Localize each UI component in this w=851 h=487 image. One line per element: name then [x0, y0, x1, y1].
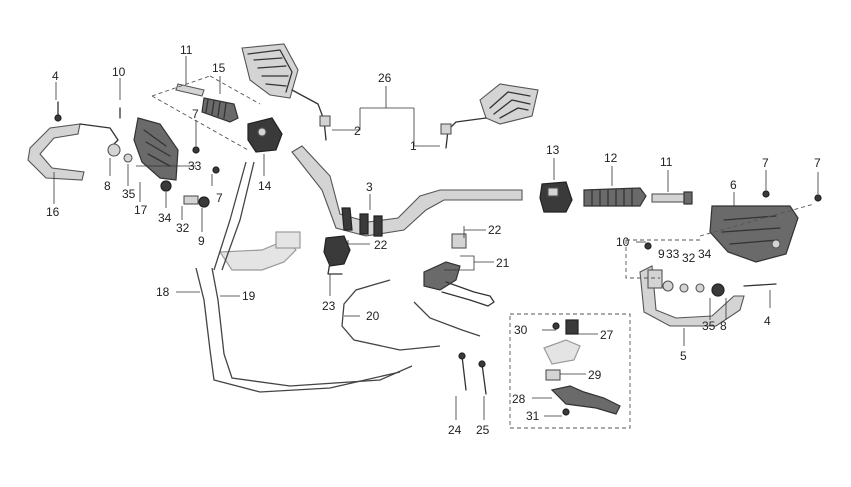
label-22-left: 22	[374, 238, 388, 252]
label-32-left: 32	[176, 221, 190, 235]
label-7-left-b: 7	[216, 191, 223, 205]
handlebar	[291, 145, 523, 237]
left-hand-guard-shell	[133, 117, 179, 181]
label-7-right-a: 7	[762, 156, 769, 170]
left-bar-end	[175, 83, 205, 97]
throttle-cable-19	[211, 161, 413, 387]
left-mirror	[241, 43, 331, 141]
right-hand-guard-shell	[709, 205, 799, 263]
left-switch-housing	[247, 117, 283, 153]
left-hand-guard-bracket	[27, 123, 119, 181]
label-25: 25	[476, 423, 490, 437]
label-30: 30	[514, 323, 528, 337]
left-clutch-ghost	[218, 231, 301, 271]
label-34-left: 34	[158, 211, 172, 225]
label-33-left: 33	[188, 159, 202, 173]
rod-25	[478, 360, 487, 395]
label-7-left-a: 7	[192, 107, 199, 121]
label-9-right: 9	[658, 247, 665, 261]
label-15: 15	[212, 61, 226, 75]
optional-lever-box	[509, 313, 631, 429]
label-7-right-b: 7	[814, 156, 821, 170]
left-clutch-bracket	[323, 235, 351, 275]
label-9-left: 9	[198, 234, 205, 248]
label-24: 24	[448, 423, 462, 437]
label-35-right: 35	[702, 319, 716, 333]
label-28: 28	[512, 392, 526, 406]
label-2: 2	[354, 124, 361, 138]
label-16: 16	[46, 205, 60, 219]
label-10-right: 10	[616, 235, 630, 249]
label-21: 21	[496, 256, 510, 270]
right-guard-hardware	[644, 190, 822, 297]
label-34-right: 34	[698, 247, 712, 261]
right-bar-end	[651, 191, 693, 205]
right-mirror	[440, 83, 539, 149]
label-22-right: 22	[488, 223, 502, 237]
label-8-right: 8	[720, 319, 727, 333]
throttle-cable-18	[195, 161, 401, 393]
right-throttle-grip	[583, 187, 647, 207]
label-12: 12	[604, 151, 618, 165]
right-hand-guard-bracket	[639, 265, 745, 327]
rod-24	[458, 352, 467, 391]
label-20: 20	[366, 309, 380, 323]
label-26: 26	[378, 71, 392, 85]
label-11-left: 11	[180, 43, 193, 57]
callout-labels: 1 2 3 4 4 5 6 7 7 7 7 8 8 9 9 10 10 11 1…	[46, 43, 821, 437]
right-brake-lever-assembly	[423, 233, 495, 307]
label-8-left: 8	[104, 179, 111, 193]
label-14: 14	[258, 179, 272, 193]
label-1: 1	[410, 139, 417, 153]
label-17: 17	[134, 203, 148, 217]
label-3: 3	[366, 180, 373, 194]
label-10-left: 10	[112, 65, 126, 79]
brake-cable-20	[341, 279, 481, 351]
label-33-right: 33	[666, 247, 680, 261]
label-5: 5	[680, 349, 687, 363]
right-dashed-outline	[625, 203, 815, 279]
label-18: 18	[156, 285, 170, 299]
right-switch-housing	[539, 181, 573, 213]
left-grip	[201, 97, 239, 123]
leader-lines	[53, 56, 819, 420]
label-11-right: 11	[660, 155, 673, 169]
label-23: 23	[322, 299, 336, 313]
label-13: 13	[546, 143, 560, 157]
label-4-right: 4	[764, 314, 771, 328]
left-dashed-outline	[151, 75, 261, 151]
label-6: 6	[730, 178, 737, 192]
label-19: 19	[242, 289, 256, 303]
label-4-left: 4	[52, 69, 59, 83]
label-27: 27	[600, 328, 614, 342]
label-32-right: 32	[682, 251, 696, 265]
label-35-left: 35	[122, 187, 136, 201]
left-guard-hardware	[54, 101, 220, 208]
label-31: 31	[526, 409, 540, 423]
label-29: 29	[588, 368, 602, 382]
